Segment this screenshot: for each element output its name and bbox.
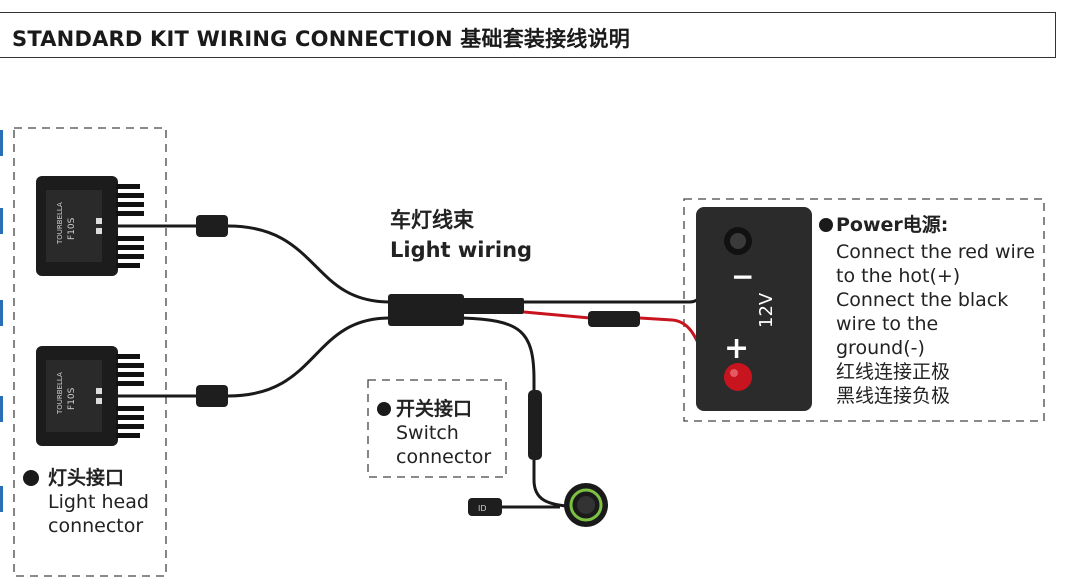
switch-dial-icon: [564, 483, 608, 527]
power-line-6: 红线连接正极: [836, 361, 951, 383]
edge-marker: [0, 130, 3, 156]
power-line-3: Connect the black: [836, 289, 1009, 311]
switch-title: 开关接口: [396, 398, 473, 420]
power-bullet-icon: [819, 218, 833, 232]
power-title: Power电源:: [836, 214, 949, 236]
light-head-bullet-icon: [23, 470, 39, 486]
battery-voltage: 12V: [756, 292, 777, 328]
battery-plus: +: [724, 331, 749, 366]
edge-marker: [0, 486, 3, 512]
light-unit-top: TOURBELLA F10S: [36, 176, 144, 276]
power-line-5: ground(-): [836, 337, 925, 359]
wiring-title-en: Light wiring: [390, 238, 533, 262]
brand-text-2: TOURBELLA: [56, 372, 64, 415]
brand-text-1: TOURBELLA: [56, 202, 64, 245]
model-text-2: F10S: [67, 387, 77, 410]
battery-minus: −: [731, 260, 754, 293]
power-line-4: wire to the: [836, 313, 939, 335]
light-head-title: 灯头接口: [48, 467, 125, 489]
page-title: STANDARD KIT WIRING CONNECTION 基础套装接线说明: [12, 27, 630, 51]
power-line-7: 黑线连接负极: [836, 385, 951, 407]
wire-connectors: [196, 215, 640, 516]
battery-icon: − + 12V: [696, 207, 812, 411]
light-head-line-1: Light head: [48, 491, 149, 513]
power-dashed-box: [683, 198, 1045, 422]
edge-marker: [0, 208, 3, 234]
light-head-line-2: connector: [48, 515, 144, 537]
edge-marker: [0, 396, 3, 422]
title-bar: STANDARD KIT WIRING CONNECTION 基础套装接线说明: [0, 12, 1056, 58]
light-unit-bottom: TOURBELLA F10S: [36, 346, 144, 446]
switch-bullet-icon: [377, 402, 391, 416]
switch-line-1: Switch: [396, 422, 459, 444]
wiring-title-cn: 车灯线束: [390, 208, 474, 232]
power-line-1: Connect the red wire: [836, 241, 1035, 263]
edge-marker: [0, 300, 3, 326]
switch-line-2: connector: [396, 446, 492, 468]
light-head-dashed-box: [13, 127, 167, 577]
switch-dashed-box: [367, 379, 507, 478]
switch-id-label: ID: [478, 504, 487, 513]
model-text-1: F10S: [67, 217, 77, 240]
power-line-2: to the hot(+): [836, 265, 961, 287]
